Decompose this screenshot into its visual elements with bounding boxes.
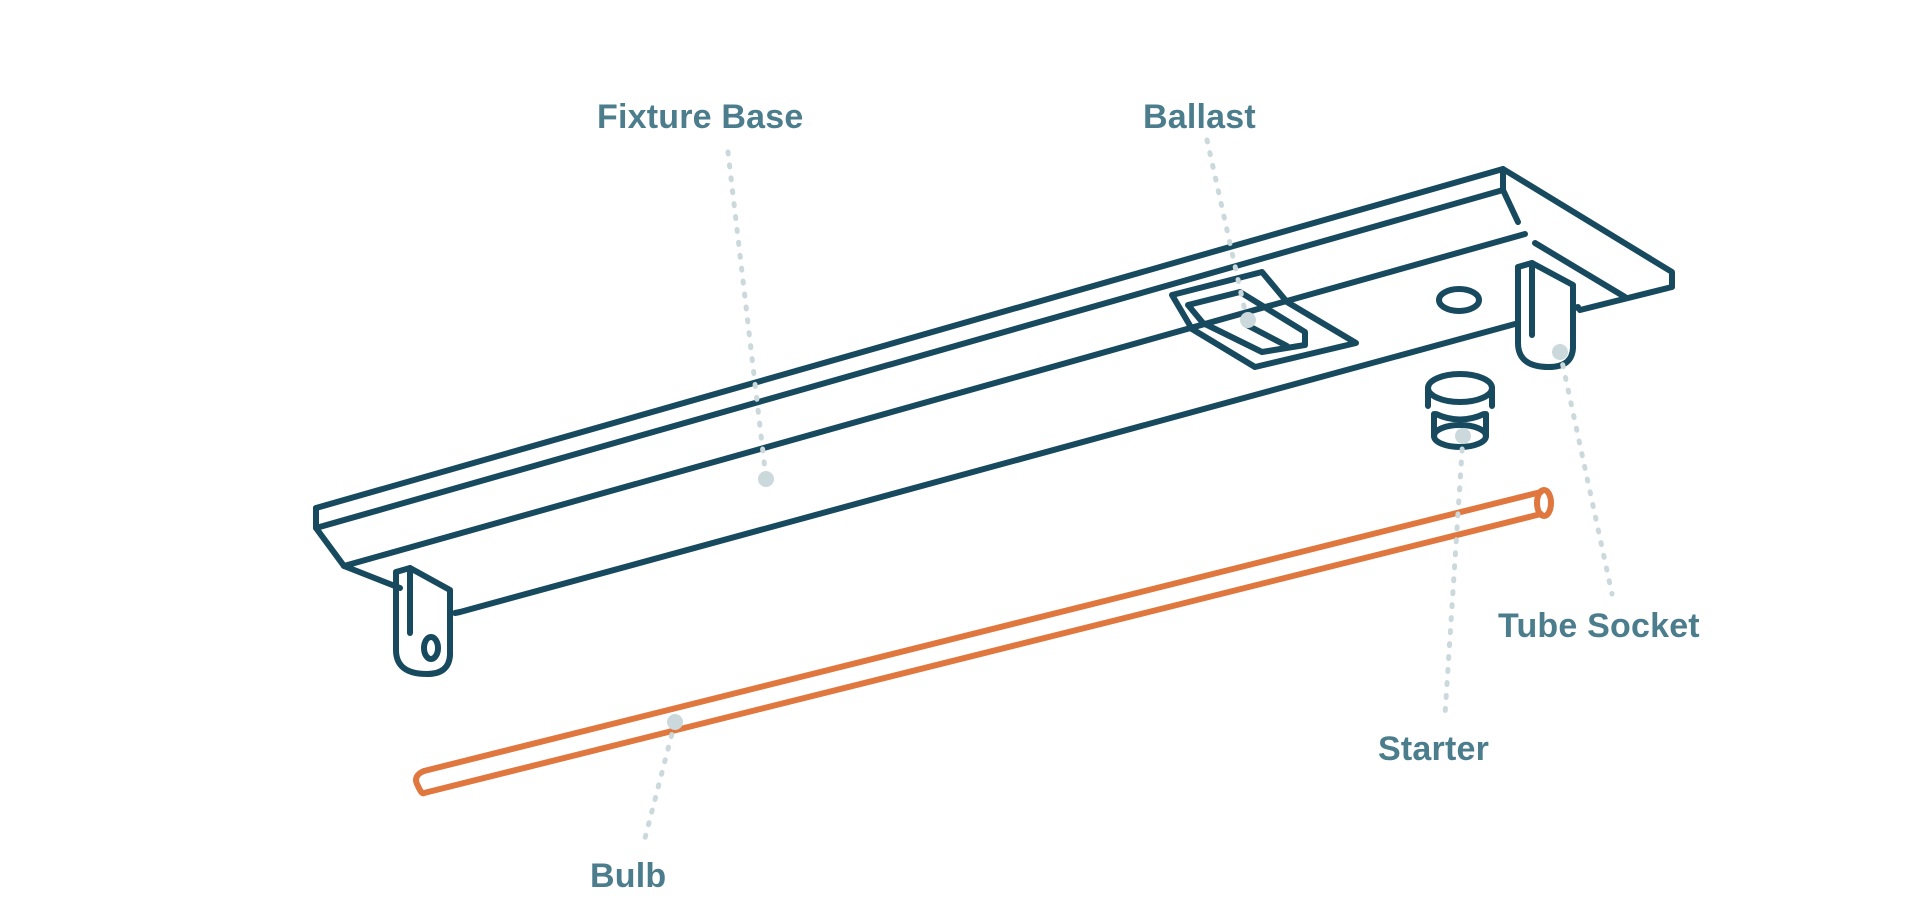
label-starter: Starter — [1378, 730, 1489, 768]
leader-ballast — [1204, 137, 1250, 323]
label-tube-socket: Tube Socket — [1498, 607, 1700, 645]
label-fixture-base: Fixture Base — [597, 98, 803, 136]
label-bulb: Bulb — [590, 857, 666, 895]
leader-fixture-base — [725, 149, 769, 481]
bulb-drawing — [413, 487, 1554, 797]
leader-bulb — [641, 719, 678, 845]
label-ballast: Ballast — [1143, 98, 1256, 136]
leader-starter — [1442, 433, 1466, 718]
leader-lines — [641, 137, 1615, 845]
mounting-hole — [1436, 286, 1482, 314]
leader-tube-socket — [1557, 349, 1615, 597]
fixture-base-drawing — [313, 166, 1675, 616]
starter-drawing — [1425, 371, 1495, 450]
left-tube-socket-drawing — [393, 565, 453, 677]
right-tube-socket-drawing — [1515, 260, 1576, 370]
